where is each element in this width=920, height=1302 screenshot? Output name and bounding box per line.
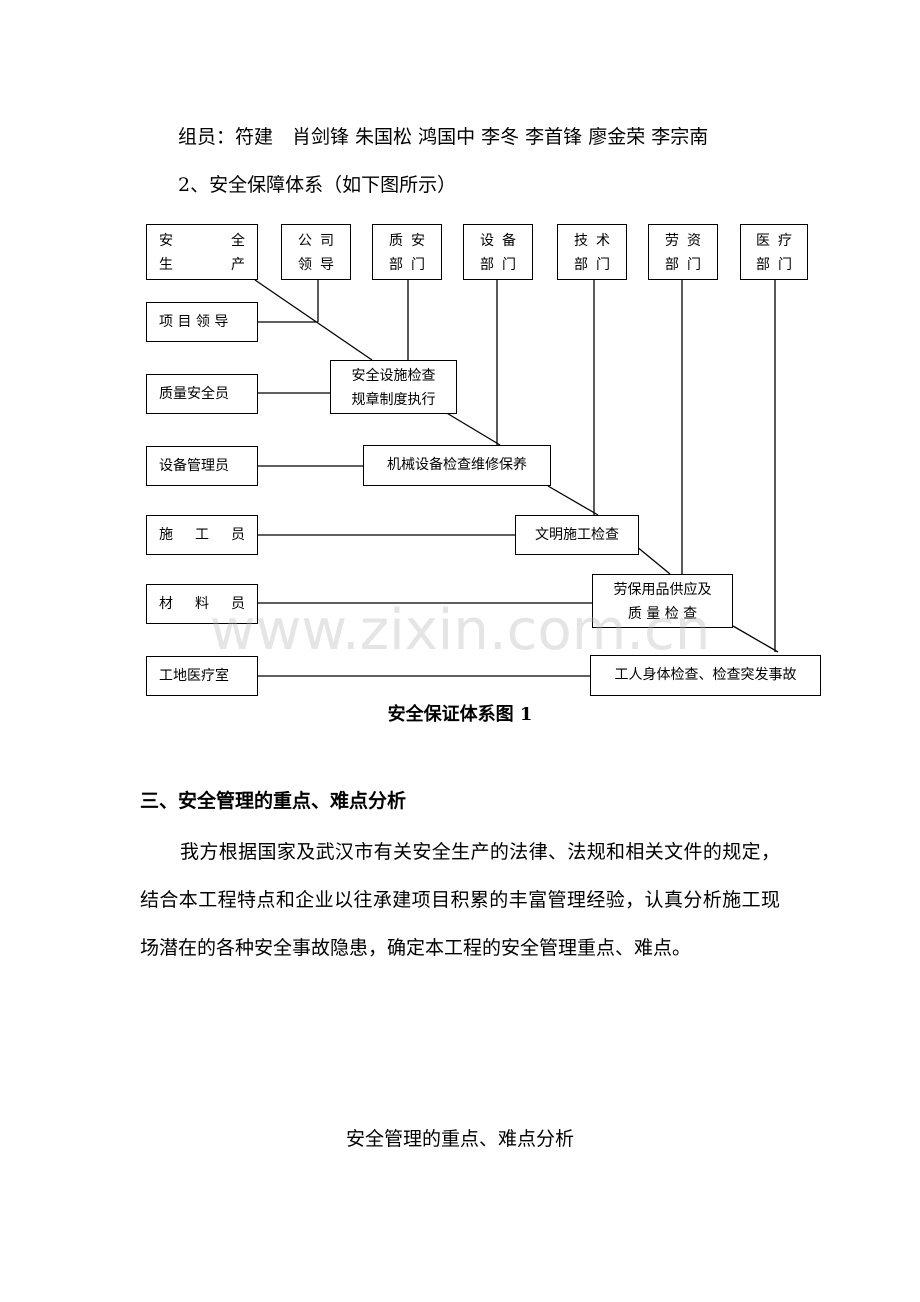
body-paragraph: 我方根据国家及武汉市有关安全生产的法律、法规和相关文件的规定，结合本工程特点和企… <box>140 841 780 959</box>
left-box-project-leader: 项 目 领 导 <box>146 302 258 342</box>
top-box-labor-dept: 劳资 部门 <box>648 224 718 280</box>
text: 施 <box>159 527 173 543</box>
text: 生 <box>159 257 173 273</box>
left-box-construction-worker: 施工员 <box>146 515 258 555</box>
text: 术 <box>596 233 610 249</box>
text: 产 <box>231 257 245 273</box>
left-box-quality-safety-officer: 质量安全员 <box>146 374 258 414</box>
text: 机械设备检查维修保养 <box>387 457 527 473</box>
top-box-company-leader: 公司 领导 <box>281 224 351 280</box>
text: 工人身体检查、检查突发事故 <box>614 667 797 683</box>
text: 安 <box>411 233 425 249</box>
text: 材 <box>159 596 173 612</box>
text: 质量安全员 <box>159 386 229 402</box>
top-box-equipment-dept: 设备 部门 <box>463 224 533 280</box>
text: 部 <box>480 257 494 273</box>
text: 项 目 领 导 <box>159 314 229 330</box>
text: 员 <box>231 596 245 612</box>
text: 设备管理员 <box>159 458 229 474</box>
text: 门 <box>411 257 425 273</box>
section-title: 三、安全管理的重点、难点分析 <box>140 790 407 812</box>
text: 质 量 检 查 <box>627 606 698 622</box>
connector-diag-5 <box>732 625 779 653</box>
text: 安 <box>159 233 173 249</box>
text: 员 <box>231 527 245 543</box>
text: 部 <box>574 257 588 273</box>
text: 文明施工检查 <box>535 527 619 543</box>
safety-system-diagram: 安全 生产 公司 领导 质安 部门 设备 部门 技术 部门 劳资 部门 医疗 部… <box>0 210 920 710</box>
text: 料 <box>195 596 209 612</box>
mid-box-machinery-maintenance: 机械设备检查维修保养 <box>363 445 551 486</box>
text: 门 <box>596 257 610 273</box>
text: 部 <box>389 257 403 273</box>
mid-box-safety-facility-check: 安全设施检查 规章制度执行 <box>330 360 457 414</box>
text: 资 <box>687 233 701 249</box>
diagram-connectors <box>254 279 779 677</box>
text: 部 <box>665 257 679 273</box>
connector-diag-4 <box>635 545 671 575</box>
mid-box-labor-protection-supply: 劳保用品供应及 质 量 检 查 <box>592 574 733 628</box>
text: 工地医疗室 <box>159 668 229 684</box>
footer-title: 安全管理的重点、难点分析 <box>345 1128 574 1150</box>
text: 领 <box>298 257 312 273</box>
top-box-medical-dept: 医疗 部门 <box>740 224 808 280</box>
text: 导 <box>320 257 334 273</box>
text: 质 <box>389 233 403 249</box>
mid-box-civilized-construction-check: 文明施工检查 <box>515 515 639 555</box>
text: 备 <box>502 233 516 249</box>
mid-box-health-check: 工人身体检查、检查突发事故 <box>590 655 821 696</box>
subheading: 2、安全保障体系（如下图所示） <box>178 174 457 196</box>
left-box-site-clinic: 工地医疗室 <box>146 656 258 696</box>
text: 门 <box>687 257 701 273</box>
text: 公 <box>298 233 312 249</box>
text: 劳 <box>665 233 679 249</box>
left-box-materials-officer: 材料员 <box>146 584 258 624</box>
text: 技 <box>574 233 588 249</box>
members-line: 组员：符建 肖剑锋 朱国松 鸿国中 李冬 李首锋 廖金荣 李宗南 <box>178 126 709 148</box>
text: 全 <box>231 233 245 249</box>
text: 设 <box>480 233 494 249</box>
left-box-equipment-manager: 设备管理员 <box>146 446 258 486</box>
connector-diag-1 <box>254 279 373 361</box>
connector-diag-2 <box>444 411 501 446</box>
text: 安全设施检查 <box>351 368 436 384</box>
top-box-quality-safety-dept: 质安 部门 <box>372 224 442 280</box>
top-box-safety-production: 安 全 生 产 <box>146 224 258 280</box>
text: 规章制度执行 <box>351 392 436 408</box>
text: 门 <box>778 257 792 273</box>
top-box-tech-dept: 技术 部门 <box>557 224 627 280</box>
text: 工 <box>195 527 209 543</box>
diagram-caption: 安全保证体系图 1 <box>387 704 533 725</box>
text: 疗 <box>778 233 792 249</box>
text: 部 <box>756 257 770 273</box>
text: 医 <box>756 233 770 249</box>
text: 劳保用品供应及 <box>613 582 712 598</box>
text: 门 <box>502 257 516 273</box>
text: 司 <box>320 233 334 249</box>
connector-diag-3 <box>547 485 599 516</box>
